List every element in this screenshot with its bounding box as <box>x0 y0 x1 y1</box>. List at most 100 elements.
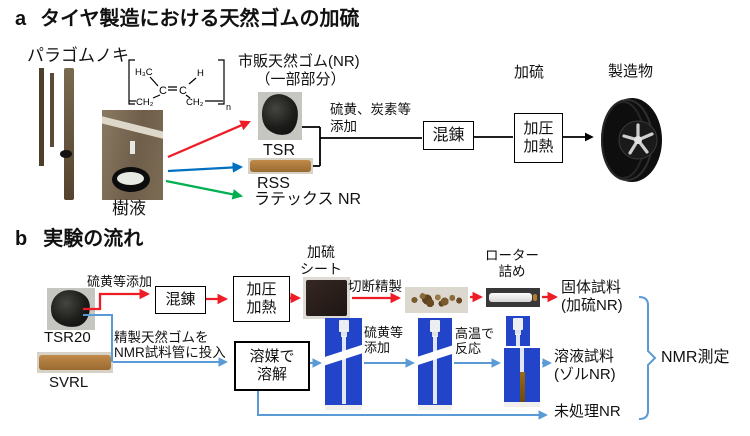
solid-line2: (加硫NR) <box>561 296 623 314</box>
latex-label: ラテックス NR <box>254 191 362 208</box>
tree-trunk <box>50 73 55 148</box>
panel-a-letter: a <box>15 8 27 30</box>
commercial-nr-line2: （一部部分） <box>255 71 346 88</box>
commercial-nr-line1: 市販天然ゴム(NR) <box>238 53 360 70</box>
collect-cup <box>59 149 72 158</box>
arrow-sap-to-tsr <box>167 120 251 159</box>
tapping-spout <box>130 140 136 154</box>
tube-cap <box>430 320 440 332</box>
chem-h: H <box>197 68 204 79</box>
nmr-tube-photo-1 <box>325 318 362 410</box>
tsr-photo <box>258 92 302 140</box>
sap-label: 樹液 <box>112 199 146 218</box>
tube-neck <box>432 332 438 337</box>
chem-ch2-left: CH₂ <box>136 97 154 108</box>
tube-neck <box>340 332 347 337</box>
press-line2: 加熱 <box>246 299 277 316</box>
tsr20-label: TSR20 <box>44 329 91 346</box>
mixing-box-b: 混錬 <box>155 286 206 314</box>
nmr-tube-photo-2 <box>418 318 452 410</box>
solid-sample-label: 固体試料 (加硫NR) <box>561 279 623 314</box>
sulfur2-label: 硫黄等 添加 <box>364 325 403 356</box>
arrow-untreated-bypass <box>257 389 548 420</box>
svrl-photo <box>37 352 113 373</box>
nmr-tube-photo-3-body <box>504 348 540 407</box>
press-line1: 加圧 <box>246 280 277 298</box>
sulfur-add-label: 硫黄等添加 <box>87 274 153 289</box>
purified-line1: 精製天然ゴムを <box>114 330 209 345</box>
press-line1: 加圧 <box>523 119 554 137</box>
tube-cap <box>338 320 349 332</box>
additive-line2: 添加 <box>330 119 357 134</box>
panel-a-text: タイヤ製造における天然ゴムの加硫 <box>40 8 360 30</box>
tire-graphic <box>601 98 662 182</box>
bond-h3c-c <box>149 76 159 87</box>
sheet-line2: シート <box>300 260 342 277</box>
rss-label: RSS <box>257 175 290 192</box>
tube-glass <box>341 336 346 404</box>
chem-n: n <box>226 102 231 112</box>
tube-glass <box>516 334 520 346</box>
nmr-tube-photo-3-cap <box>506 316 530 346</box>
press-heat-box-a: 加圧 加熱 <box>514 113 563 163</box>
latex-tapping-photo <box>102 110 163 200</box>
product-label: 製造物 <box>608 63 654 80</box>
tapping-cut <box>102 115 163 141</box>
panel-a-title: a タイヤ製造における天然ゴムの加硫 <box>15 8 360 32</box>
dissolve-line1: 溶媒で <box>249 347 295 365</box>
untreated-label: 未処理NR <box>554 403 621 420</box>
bracket-left <box>128 59 135 105</box>
purified-line2: NMR試料管に投入 <box>114 345 226 360</box>
bond-c-h <box>188 77 197 85</box>
mixing-box-a-label: 混錬 <box>432 126 465 144</box>
tree-trunk <box>38 68 44 166</box>
dark-sheet <box>306 279 347 317</box>
mixing-box-b-label: 混錬 <box>165 290 196 308</box>
tube-neck <box>515 330 521 335</box>
rotor-photo <box>486 288 540 307</box>
solution-sample-label: 溶液試料 (ゾルNR) <box>554 348 616 383</box>
solid-line1: 固体試料 <box>561 279 622 296</box>
solution-line2: (ゾルNR) <box>554 365 616 383</box>
isoprene-structure: H₃C C C H CH₂ CH₂ n <box>128 59 231 112</box>
tire-photo <box>600 96 666 184</box>
latex-in-bowl <box>117 172 144 185</box>
additive-line1: 硫黄、炭素等 <box>330 102 411 117</box>
tube-cap <box>513 318 523 330</box>
table-surface <box>325 405 362 410</box>
double-bond <box>168 86 177 91</box>
rss-photo <box>248 158 313 174</box>
bracket-right <box>218 59 225 105</box>
sulfur2-line1: 硫黄等 <box>364 325 404 340</box>
chem-ch2-right: CH₂ <box>186 97 204 108</box>
nmr-bracket <box>638 296 657 420</box>
svrl-label: SVRL <box>49 374 89 391</box>
panel-b-text: 実験の流れ <box>43 228 144 250</box>
heat-line2: 反応 <box>455 341 482 357</box>
rotor-line1: ローター <box>485 248 539 263</box>
vulcanization-label: 加硫 <box>514 64 545 81</box>
dissolve-line2: 溶解 <box>256 366 287 383</box>
chem-c2: C <box>179 85 187 97</box>
arrow-sap-to-latex <box>165 179 244 200</box>
rubber-sheet <box>39 354 111 371</box>
mixing-box-a: 混錬 <box>423 121 474 150</box>
heat-line1: 高温で <box>455 326 495 341</box>
tsr-label: TSR <box>263 142 295 159</box>
tree-trunk <box>64 68 75 200</box>
tree-name-label: パラゴムノキ <box>27 46 129 65</box>
cutting-label: 切断精製 <box>348 279 402 294</box>
bond-c-ch2-right <box>185 94 191 99</box>
solution-line1: 溶液試料 <box>554 348 615 365</box>
vulcanized-sheet-photo <box>303 277 350 319</box>
rubber-lump <box>259 92 300 138</box>
rubber-tree-forest-photo <box>30 68 92 200</box>
sheet-label: 加硫 シート <box>290 244 352 277</box>
rotor-body <box>489 293 533 302</box>
rotor-line2: 詰め <box>498 263 526 279</box>
arrow-sap-to-rss <box>167 162 244 173</box>
sulfur2-line2: 添加 <box>364 340 391 356</box>
rotor-tip <box>533 293 538 302</box>
tube-glass <box>433 336 437 404</box>
